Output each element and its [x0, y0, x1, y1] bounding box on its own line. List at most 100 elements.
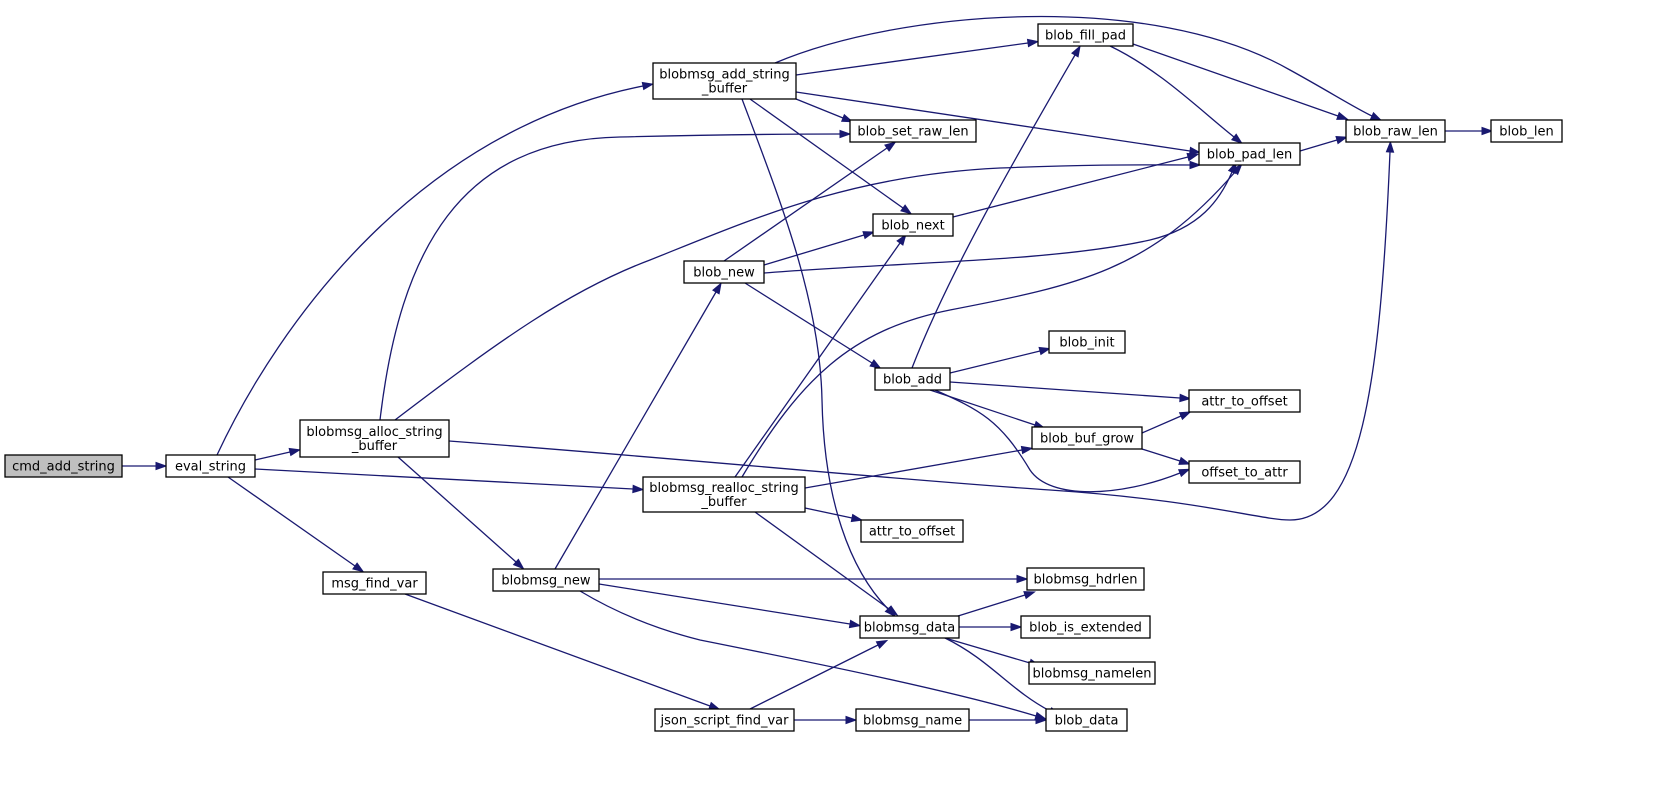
- edge-line: [754, 511, 890, 610]
- node-box[interactable]: [849, 119, 977, 143]
- edge-line: [579, 590, 1037, 717]
- edge-arrowhead: [875, 639, 889, 650]
- node-box[interactable]: [1020, 615, 1151, 639]
- edge-line: [949, 381, 1181, 399]
- edge-blob_new-to-blob_add: [744, 282, 882, 370]
- node-label: blob_data: [1055, 714, 1119, 729]
- edge-blob_new-to-blob_next: [763, 231, 876, 266]
- edge-json_script_find_var-to-blobmsg_name: [794, 715, 858, 725]
- node-box[interactable]: [1037, 23, 1134, 47]
- node-attr-to-offset-2[interactable]: attr_to_offset: [860, 519, 964, 543]
- node-label: _buffer: [701, 82, 748, 97]
- node-label: blob_next: [881, 219, 944, 234]
- node-json-script-find-var[interactable]: json_script_find_var: [654, 708, 795, 732]
- edge-blob_add-to-offset_to_attr: [934, 389, 1191, 493]
- edge-line: [795, 91, 1191, 152]
- node-box[interactable]: [1345, 119, 1446, 143]
- node-blobmsg-name[interactable]: blobmsg_name: [855, 708, 970, 732]
- node-blob-raw-len[interactable]: blob_raw_len: [1345, 119, 1446, 143]
- edge-line: [774, 15, 1373, 117]
- edge-line: [911, 54, 1076, 369]
- node-blob-fill-pad[interactable]: blob_fill_pad: [1037, 23, 1134, 47]
- node-blob-add[interactable]: blob_add: [874, 367, 951, 391]
- edge-arrowhead: [1178, 411, 1192, 421]
- node-label: _buffer: [700, 495, 747, 510]
- node-box[interactable]: [1188, 460, 1301, 484]
- edge-blobmsg_realloc_string_buffer-to-attr_to_offset_2: [804, 507, 864, 523]
- node-blob-buf-grow[interactable]: blob_buf_grow: [1031, 426, 1143, 450]
- edge-line: [949, 350, 1041, 374]
- node-box[interactable]: [1048, 330, 1126, 354]
- node-blob-next[interactable]: blob_next: [872, 213, 954, 237]
- node-blob-pad-len[interactable]: blob_pad_len: [1198, 142, 1301, 166]
- node-box[interactable]: [4, 454, 123, 478]
- node-blobmsg-hdrlen[interactable]: blobmsg_hdrlen: [1026, 567, 1145, 591]
- edge-blobmsg_realloc_string_buffer-to-blob_next: [734, 233, 907, 478]
- node-blobmsg-namelen[interactable]: blobmsg_namelen: [1028, 661, 1156, 685]
- node-blob-init[interactable]: blob_init: [1048, 330, 1126, 354]
- node-label: blob_pad_len: [1207, 148, 1292, 163]
- edge-line: [744, 282, 873, 364]
- edge-arrowhead: [1016, 574, 1029, 584]
- node-blob-new[interactable]: blob_new: [683, 260, 765, 284]
- node-box[interactable]: [855, 708, 970, 732]
- node-blobmsg-add-string-buffer[interactable]: blobmsg_add_string_buffer: [652, 62, 797, 100]
- edge-arrowhead: [512, 558, 525, 570]
- edge-arrowhead: [1177, 468, 1191, 478]
- node-box[interactable]: [1028, 661, 1156, 685]
- edge-arrowhead: [845, 715, 858, 725]
- node-label: blobmsg_data: [864, 621, 956, 636]
- node-eval-string[interactable]: eval_string: [165, 454, 256, 478]
- node-blob-data[interactable]: blob_data: [1045, 708, 1128, 732]
- edge-arrowhead: [1385, 140, 1395, 153]
- node-cmd-add-string[interactable]: cmd_add_string: [4, 454, 123, 478]
- node-blobmsg-data[interactable]: blobmsg_data: [859, 615, 960, 639]
- edge-arrowhead: [1038, 346, 1052, 356]
- edge-arrowhead: [712, 282, 722, 295]
- node-box[interactable]: [492, 568, 600, 592]
- node-label: blobmsg_alloc_string: [306, 425, 442, 440]
- edge-blob_add-to-attr_to_offset_1: [949, 381, 1192, 403]
- node-attr-to-offset-1[interactable]: attr_to_offset: [1188, 389, 1301, 413]
- edge-blob_new-to-blob_set_raw_len: [723, 141, 897, 262]
- edge-json_script_find_var-to-blobmsg_data: [749, 639, 889, 710]
- node-box[interactable]: [652, 62, 797, 100]
- node-box[interactable]: [642, 476, 806, 513]
- edge-blobmsg_new-to-blob_new: [554, 282, 722, 570]
- node-box[interactable]: [1031, 426, 1143, 450]
- edge-blob_raw_len-to-blob_len: [1445, 126, 1494, 136]
- node-offset-to-attr[interactable]: offset_to_attr: [1188, 460, 1301, 484]
- node-box[interactable]: [872, 213, 954, 237]
- node-box[interactable]: [322, 571, 427, 595]
- edge-blobmsg_alloc_string_buffer-to-blob_raw_len: [448, 140, 1395, 521]
- node-msg-find-var[interactable]: msg_find_var: [322, 571, 427, 595]
- node-blob-is-extended[interactable]: blob_is_extended: [1020, 615, 1151, 639]
- node-label: blobmsg_new: [501, 574, 590, 589]
- node-box[interactable]: [683, 260, 765, 284]
- node-label: blob_set_raw_len: [857, 125, 968, 140]
- edge-arrowhead: [1186, 152, 1200, 162]
- node-blobmsg-realloc-string-buffer[interactable]: blobmsg_realloc_string_buffer: [642, 476, 806, 513]
- node-box[interactable]: [165, 454, 256, 478]
- node-blob-set-raw-len[interactable]: blob_set_raw_len: [849, 119, 977, 143]
- node-box[interactable]: [1198, 142, 1301, 166]
- node-box[interactable]: [299, 419, 450, 458]
- edge-arrowhead: [1369, 111, 1383, 121]
- node-blobmsg-new[interactable]: blobmsg_new: [492, 568, 600, 592]
- node-box[interactable]: [874, 367, 951, 391]
- edge-arrowhead: [886, 605, 899, 616]
- node-box[interactable]: [859, 615, 960, 639]
- node-box[interactable]: [1026, 567, 1145, 591]
- node-label: blobmsg_hdrlen: [1034, 573, 1138, 588]
- edge-line: [723, 147, 888, 262]
- node-box[interactable]: [860, 519, 964, 543]
- node-box[interactable]: [1490, 119, 1563, 143]
- node-blob-len[interactable]: blob_len: [1490, 119, 1563, 143]
- edge-line: [749, 644, 879, 710]
- node-box[interactable]: [1045, 708, 1128, 732]
- node-blobmsg-alloc-string-buffer[interactable]: blobmsg_alloc_string_buffer: [299, 419, 450, 458]
- edge-line: [1141, 448, 1181, 462]
- edge-line: [763, 234, 865, 266]
- node-box[interactable]: [1188, 389, 1301, 413]
- node-box[interactable]: [654, 708, 795, 732]
